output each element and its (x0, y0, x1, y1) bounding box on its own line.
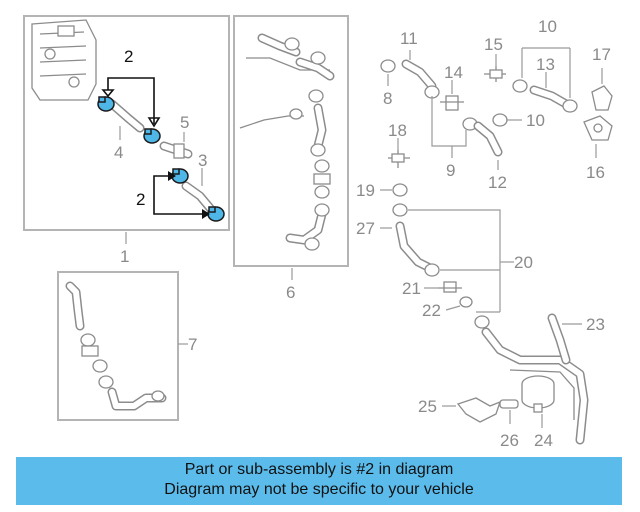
reservoir-24 (521, 375, 555, 413)
bracket-17 (591, 85, 613, 111)
group-box-6 (233, 15, 349, 267)
callout-11: 11 (400, 29, 418, 48)
valve-16 (583, 115, 613, 141)
hose-12 (473, 113, 508, 157)
callout-14: 14 (444, 63, 463, 82)
callout-10-upper: 10 (538, 17, 557, 36)
group-box-7 (57, 271, 179, 421)
callout-2-top: 2 (124, 47, 133, 66)
hose-3 (181, 181, 215, 213)
callout-16: 16 (586, 163, 605, 182)
callout-9: 9 (446, 161, 455, 180)
callout-10-lower: 10 (526, 111, 545, 130)
callout-21: 21 (402, 279, 421, 298)
callout-5: 5 (180, 113, 189, 132)
leader-20 (408, 209, 501, 313)
banner-line-2: Diagram may not be specific to your vehi… (164, 481, 474, 498)
bracket-25 (456, 397, 502, 423)
callout-19: 19 (356, 181, 375, 200)
banner-line-1: Part or sub-assembly is #2 in diagram (184, 461, 454, 478)
callout-2-bottom: 2 (136, 190, 145, 209)
hose-set-7 (65, 281, 167, 411)
callout-13: 13 (536, 55, 555, 74)
hose-set-6 (239, 33, 335, 251)
callout-6: 6 (286, 283, 295, 302)
callout-3: 3 (198, 151, 207, 170)
hose-13 (512, 79, 578, 113)
leader-2-bottom-arrows (168, 171, 210, 219)
callout-4: 4 (114, 143, 123, 162)
coolant-reservoir (31, 19, 97, 101)
leader-9 (431, 96, 467, 147)
callout-1: 1 (120, 247, 129, 266)
group-box-1 (23, 15, 230, 231)
connector-5 (159, 141, 193, 159)
connector-15 (484, 66, 506, 82)
callout-7: 7 (188, 335, 197, 354)
hose-4 (107, 99, 145, 133)
callout-18: 18 (388, 121, 407, 140)
callout-8: 8 (383, 89, 392, 108)
callout-17: 17 (592, 45, 611, 64)
leader-2-top-arrows (101, 89, 161, 128)
leader-10-upper (521, 47, 571, 98)
hose-11 (401, 59, 440, 99)
clamp-2-a[interactable] (97, 96, 115, 112)
clamp-8 (380, 59, 396, 73)
callout-12: 12 (488, 173, 507, 192)
callout-23: 23 (586, 315, 605, 334)
callout-22: 22 (422, 301, 441, 320)
callout-15: 15 (484, 35, 503, 54)
hose-27 (392, 203, 440, 277)
leader-2-top (107, 77, 155, 124)
callout-20: 20 (514, 253, 533, 272)
callout-25: 25 (418, 397, 437, 416)
info-banner: Part or sub-assembly is #2 in diagram Di… (16, 457, 622, 505)
connector-18 (388, 150, 410, 168)
callout-26: 26 (500, 431, 519, 450)
clamp-2-c[interactable] (171, 168, 189, 184)
clamp-22 (459, 296, 473, 308)
callout-24: 24 (534, 431, 553, 450)
clamp-2-b[interactable] (143, 128, 161, 144)
connector-21 (438, 281, 462, 293)
leader-2-bottom (153, 175, 204, 215)
callout-27: 27 (356, 219, 375, 238)
cap-19 (392, 183, 408, 197)
sleeve-26 (499, 399, 519, 409)
leader-22 (445, 305, 461, 311)
clamp-2-d[interactable] (207, 206, 225, 222)
valve-14 (440, 95, 464, 111)
